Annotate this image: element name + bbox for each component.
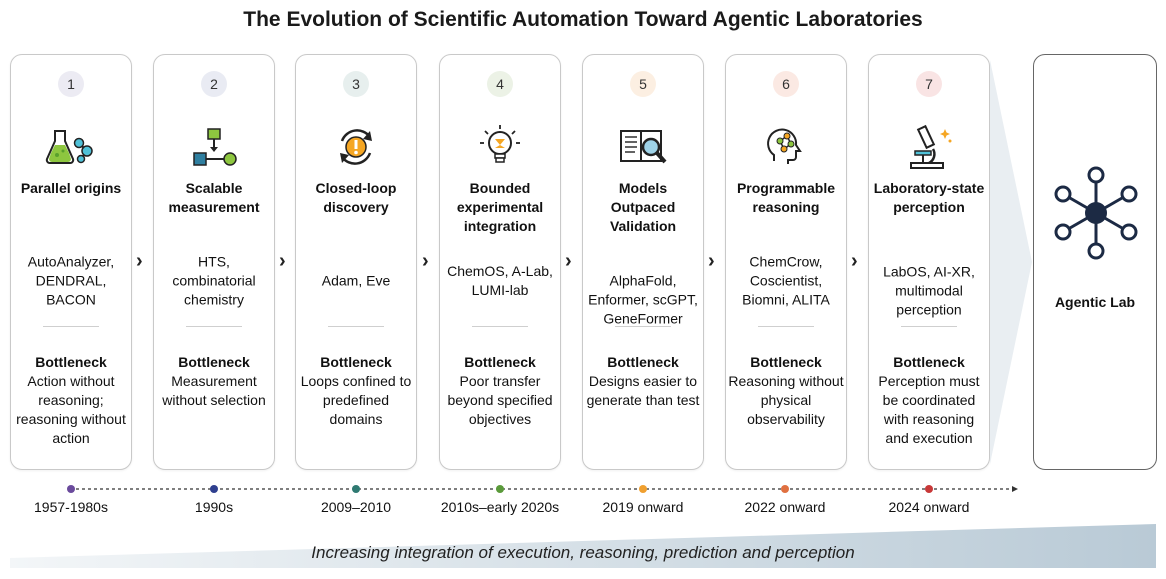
stage-title: Laboratory-state perception (873, 180, 985, 215)
bottleneck-block: Bottleneck Perception must be coordinate… (871, 353, 987, 448)
stage-examples: Adam, Eve (321, 272, 391, 289)
timeline-date: 2019 onward (602, 499, 684, 515)
integration-caption: Increasing integration of execution, rea… (311, 543, 855, 562)
stage-examples: HTS, combinatorial chemistry (172, 253, 256, 308)
chevron-right-icon: › (422, 250, 429, 272)
chevron-right-icon: › (565, 250, 572, 272)
bottleneck-block: Bottleneck Designs easier to generate th… (585, 353, 701, 410)
bottleneck-heading: Bottleneck (464, 354, 536, 370)
stage-card-2: 2 Scalable measurement HTS, combinatoria… (153, 54, 275, 470)
chevron-right-icon: › (279, 250, 286, 272)
stage-examples: AutoAnalyzer, DENDRAL, BACON (27, 253, 115, 308)
stage-number-badge: 5 (630, 71, 656, 97)
lightbulb-icon (480, 125, 520, 163)
bottleneck-text: Poor transfer beyond specified objective… (447, 373, 553, 427)
card-divider (43, 326, 99, 327)
agentic-lab-label: Agentic Lab (1054, 294, 1136, 310)
bottleneck-text: Designs easier to generate than test (586, 373, 700, 408)
stage-examples: LabOS, AI-XR, multimodal perception (883, 263, 975, 318)
bottleneck-heading: Bottleneck (320, 354, 392, 370)
agentic-lab-card: Agentic Lab (1033, 54, 1157, 470)
card-divider (186, 326, 242, 327)
timeline-dot (781, 485, 789, 493)
bottleneck-block: Bottleneck Reasoning without physical ob… (728, 353, 844, 429)
card-divider (901, 326, 957, 327)
bottleneck-block: Bottleneck Loops confined to predefined … (298, 353, 414, 429)
timeline-date: 2024 onward (888, 499, 970, 515)
stage-number-badge: 3 (343, 71, 369, 97)
bottleneck-text: Action without reasoning; reasoning with… (16, 373, 126, 446)
bottleneck-heading: Bottleneck (178, 354, 250, 370)
stage-number-badge: 2 (201, 71, 227, 97)
timeline-date: 2009–2010 (320, 499, 392, 515)
head-network-icon (767, 128, 802, 164)
stage-card-4: 4 Bounded experimental integration ChemO… (439, 54, 561, 470)
bottleneck-text: Measurement without selection (162, 373, 266, 408)
chevron-right-icon: › (851, 250, 858, 272)
timeline-dot (639, 485, 647, 493)
bottleneck-text: Loops confined to predefined domains (300, 373, 412, 427)
stage-card-5: 5 Models Outpaced Validation AlphaFold, … (582, 54, 704, 470)
stage-card-3: 3 Closed-loop discovery Adam, Eve Bottle… (295, 54, 417, 470)
chevron-right-icon: › (136, 250, 143, 272)
bottleneck-block: Bottleneck Poor transfer beyond specifie… (442, 353, 558, 429)
stage-title: Programmable reasoning (736, 180, 836, 215)
bottleneck-text: Reasoning without physical observability (728, 373, 844, 427)
bottleneck-block: Bottleneck Action without reasoning; rea… (13, 353, 129, 448)
flask-molecule-icon (45, 130, 93, 164)
book-magnifier-icon (620, 130, 667, 164)
stage-examples: AlphaFold, Enformer, scGPT, GeneFormer (588, 272, 698, 327)
card-divider (472, 326, 528, 327)
bottleneck-heading: Bottleneck (750, 354, 822, 370)
timeline-dot (925, 485, 933, 493)
chevron-right-icon: › (708, 250, 715, 272)
stage-number-badge: 6 (773, 71, 799, 97)
timeline-date: 1957-1980s (34, 499, 108, 515)
cycle-icon (340, 129, 372, 165)
timeline-date: 2022 onward (744, 499, 826, 515)
bottleneck-heading: Bottleneck (893, 354, 965, 370)
stage-number-badge: 1 (58, 71, 84, 97)
diagram-title: The Evolution of Scientific Automation T… (243, 8, 923, 31)
stage-number-badge: 4 (487, 71, 513, 97)
timeline-dot (352, 485, 360, 493)
stage-card-1: 1 Parallel origins AutoAnalyzer, DENDRAL… (10, 54, 132, 470)
bottleneck-text: Perception must be coordinated with reas… (878, 373, 980, 446)
stage-title: Scalable measurement (168, 180, 260, 215)
card-divider (758, 326, 814, 327)
timeline-date: 1990s (194, 499, 234, 515)
bottleneck-heading: Bottleneck (607, 354, 679, 370)
stage-card-6: 6 Programmable reasoning ChemCrow, Cosci… (725, 54, 847, 470)
timeline-date: 2010s–early 2020s (440, 499, 560, 515)
stage-title: Models Outpaced Validation (609, 180, 677, 234)
stage-card-7: 7 Laboratory-state perception LabOS, AI-… (868, 54, 990, 470)
microscope-icon (910, 124, 952, 169)
stage-title: Closed-loop discovery (315, 180, 397, 215)
bottleneck-block: Bottleneck Measurement without selection (156, 353, 272, 410)
stage-title: Parallel origins (20, 180, 122, 196)
workflow-icon (193, 128, 237, 166)
bottleneck-heading: Bottleneck (35, 354, 107, 370)
convergence-arrow-shape (990, 60, 1032, 464)
card-divider (328, 326, 384, 327)
integration-gradient-band (10, 524, 1156, 568)
card-divider (615, 326, 671, 327)
timeline-dot (67, 485, 75, 493)
timeline-dot (210, 485, 218, 493)
timeline (67, 485, 1018, 493)
stage-examples: ChemCrow, Coscientist, Biomni, ALITA (742, 253, 830, 308)
hub-network-icon (1054, 166, 1138, 260)
stage-title: Bounded experimental integration (456, 180, 544, 234)
stage-number-badge: 7 (916, 71, 942, 97)
timeline-dot (496, 485, 504, 493)
stage-examples: ChemOS, A-Lab, LUMI-lab (447, 263, 553, 298)
